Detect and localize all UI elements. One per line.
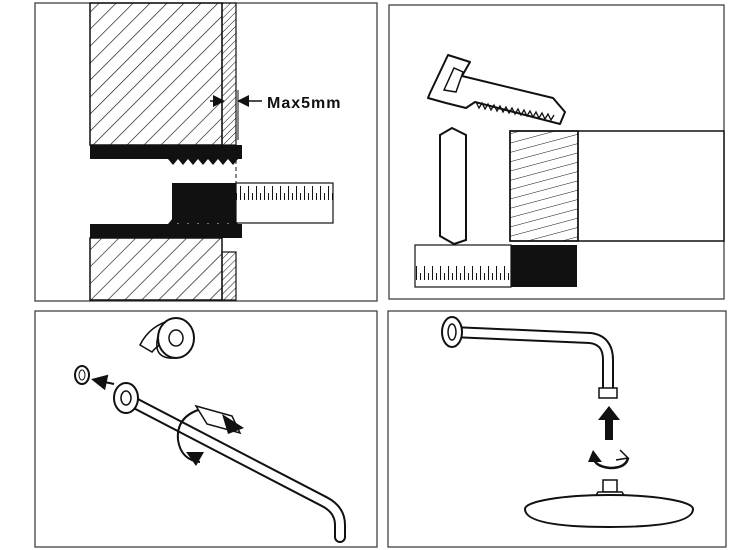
remove-cap-arrow xyxy=(91,374,115,391)
wall-section-lower xyxy=(89,237,237,301)
panel-tape-wrap xyxy=(34,310,378,548)
rotate-icon xyxy=(588,449,630,470)
measuring-ruler xyxy=(172,182,334,224)
shower-head xyxy=(524,479,694,529)
panel-head-attach xyxy=(387,310,727,548)
measuring-ruler xyxy=(414,244,577,288)
pipe-section xyxy=(509,130,725,242)
threaded-pipe xyxy=(90,145,242,238)
gap-dimension xyxy=(210,90,262,140)
panel-wall-measure: Max5mm xyxy=(34,2,378,302)
tape-roll-icon xyxy=(139,317,195,359)
shower-arm xyxy=(113,382,346,543)
insert-up-arrow xyxy=(598,406,620,440)
panel-frame xyxy=(34,310,378,548)
panel-pipe-cut xyxy=(388,4,725,300)
wall-section-upper xyxy=(89,2,237,146)
wrap-direction-icon xyxy=(176,404,244,466)
shower-arm xyxy=(441,316,618,399)
end-cap-icon xyxy=(74,365,90,385)
cut-pipe-piece xyxy=(439,126,467,246)
hacksaw xyxy=(427,54,566,125)
max-gap-label: Max5mm xyxy=(267,95,341,112)
